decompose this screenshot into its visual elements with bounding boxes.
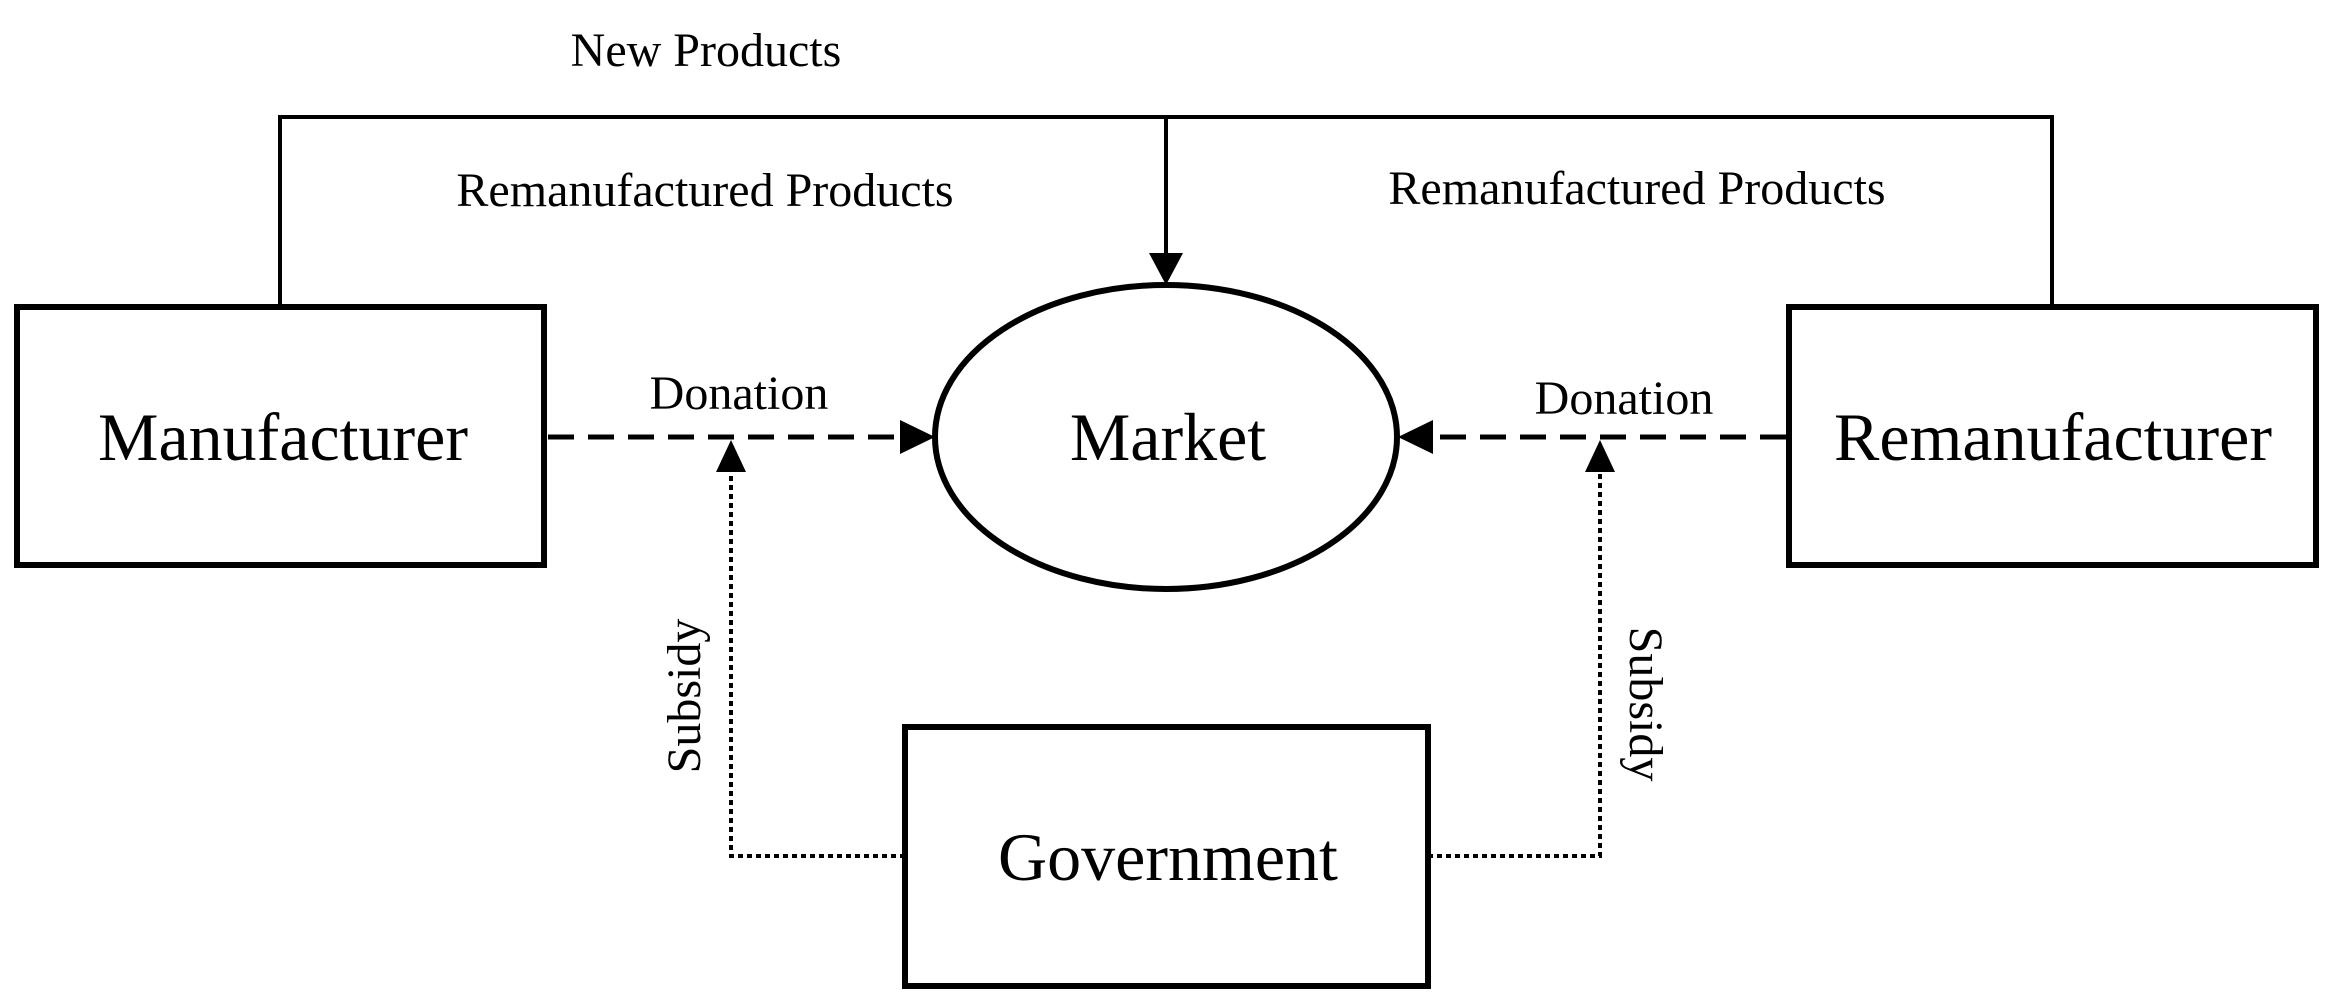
subsidy-left-line (729, 472, 905, 858)
government-node (902, 724, 1431, 989)
donation-right-label: Donation (1535, 372, 1714, 425)
new-products-arrowhead (1149, 253, 1183, 285)
subsidy-right-label: Subsidy (1619, 627, 1672, 782)
remanufactured-products-left-line (278, 115, 1166, 307)
donation-left-arrowhead (900, 420, 935, 454)
subsidy-right-line (1428, 472, 1602, 858)
remanufacturer-node (1786, 304, 2319, 568)
donation-right-arrowhead (1398, 420, 1433, 454)
remanufactured-products-left-label: Remanufactured Products (456, 164, 953, 217)
manufacturer-node (14, 304, 547, 568)
donation-left-label: Donation (650, 367, 829, 420)
subsidy-left-arrowhead (716, 440, 746, 472)
manufacturer-label: Manufacturer (98, 399, 468, 475)
remanufactured-products-right-line (1166, 115, 2054, 307)
new-products-label: New Products (571, 24, 842, 77)
subsidy-left-label: Subsidy (658, 619, 711, 774)
government-label: Government (998, 819, 1338, 895)
remanufactured-products-right-label: Remanufactured Products (1388, 162, 1885, 215)
market-label: Market (1070, 399, 1266, 475)
remanufacturer-label: Remanufacturer (1834, 399, 2272, 475)
subsidy-right-arrowhead (1585, 440, 1615, 472)
